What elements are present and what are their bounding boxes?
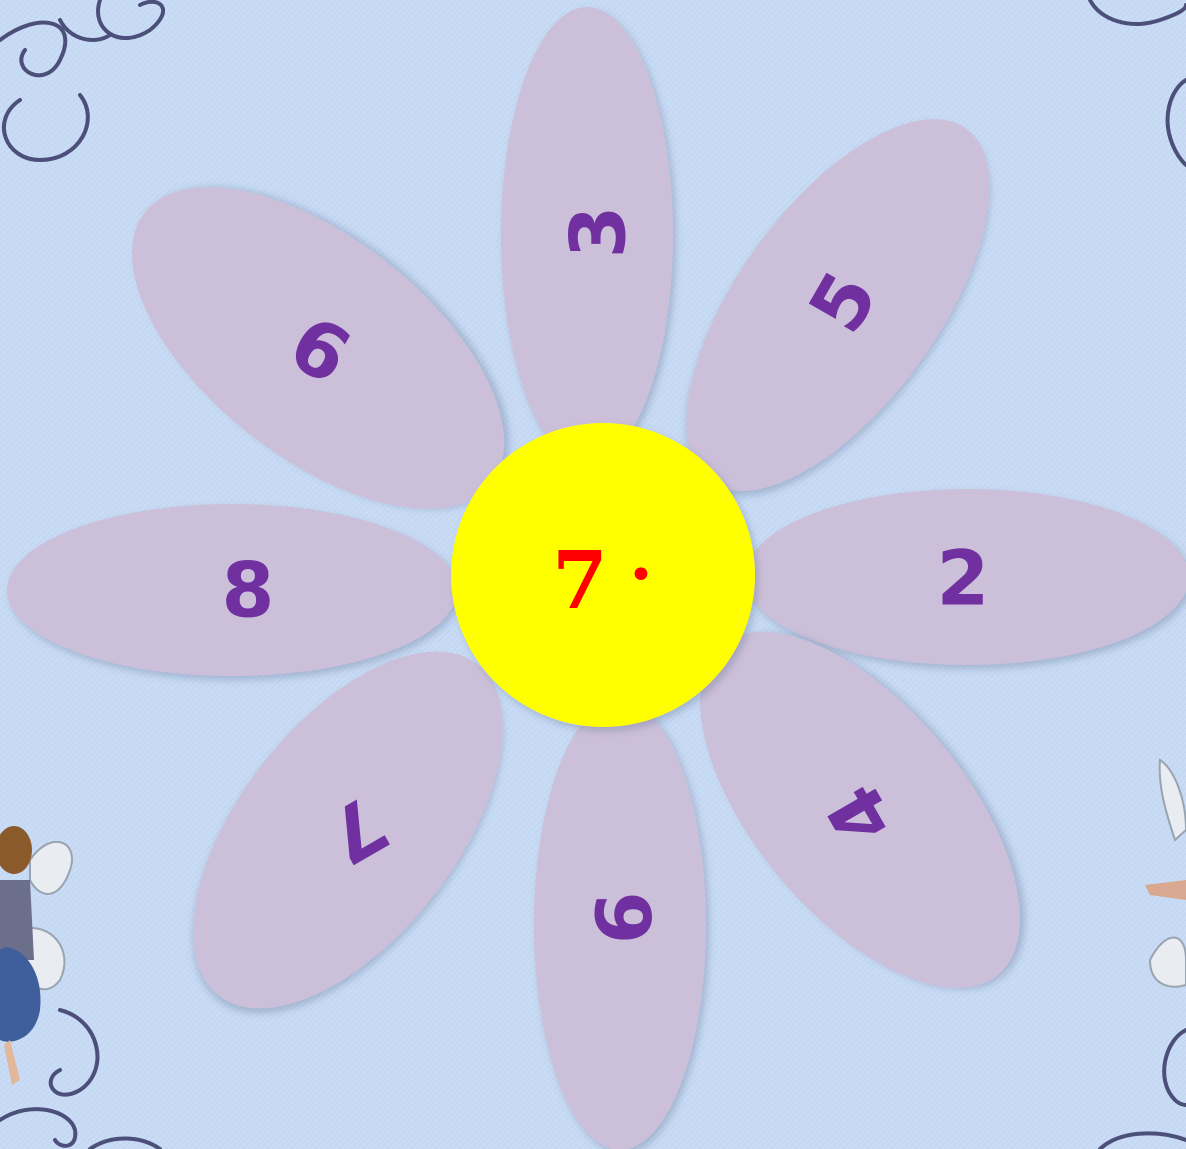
flower-center[interactable]: 7 • xyxy=(451,423,755,727)
petal-bottom[interactable]: 9 xyxy=(534,700,706,1149)
petal-number: 2 xyxy=(937,534,990,623)
petal-left[interactable]: 8 xyxy=(7,504,457,676)
petal-top[interactable]: 3 xyxy=(501,7,673,463)
petal-number: 3 xyxy=(554,206,643,259)
petal-number: 9 xyxy=(578,892,667,945)
petal-right[interactable]: 2 xyxy=(745,489,1186,665)
center-number: 7 xyxy=(552,533,608,627)
center-dot: • xyxy=(628,550,654,601)
petal-number: 8 xyxy=(222,546,275,635)
